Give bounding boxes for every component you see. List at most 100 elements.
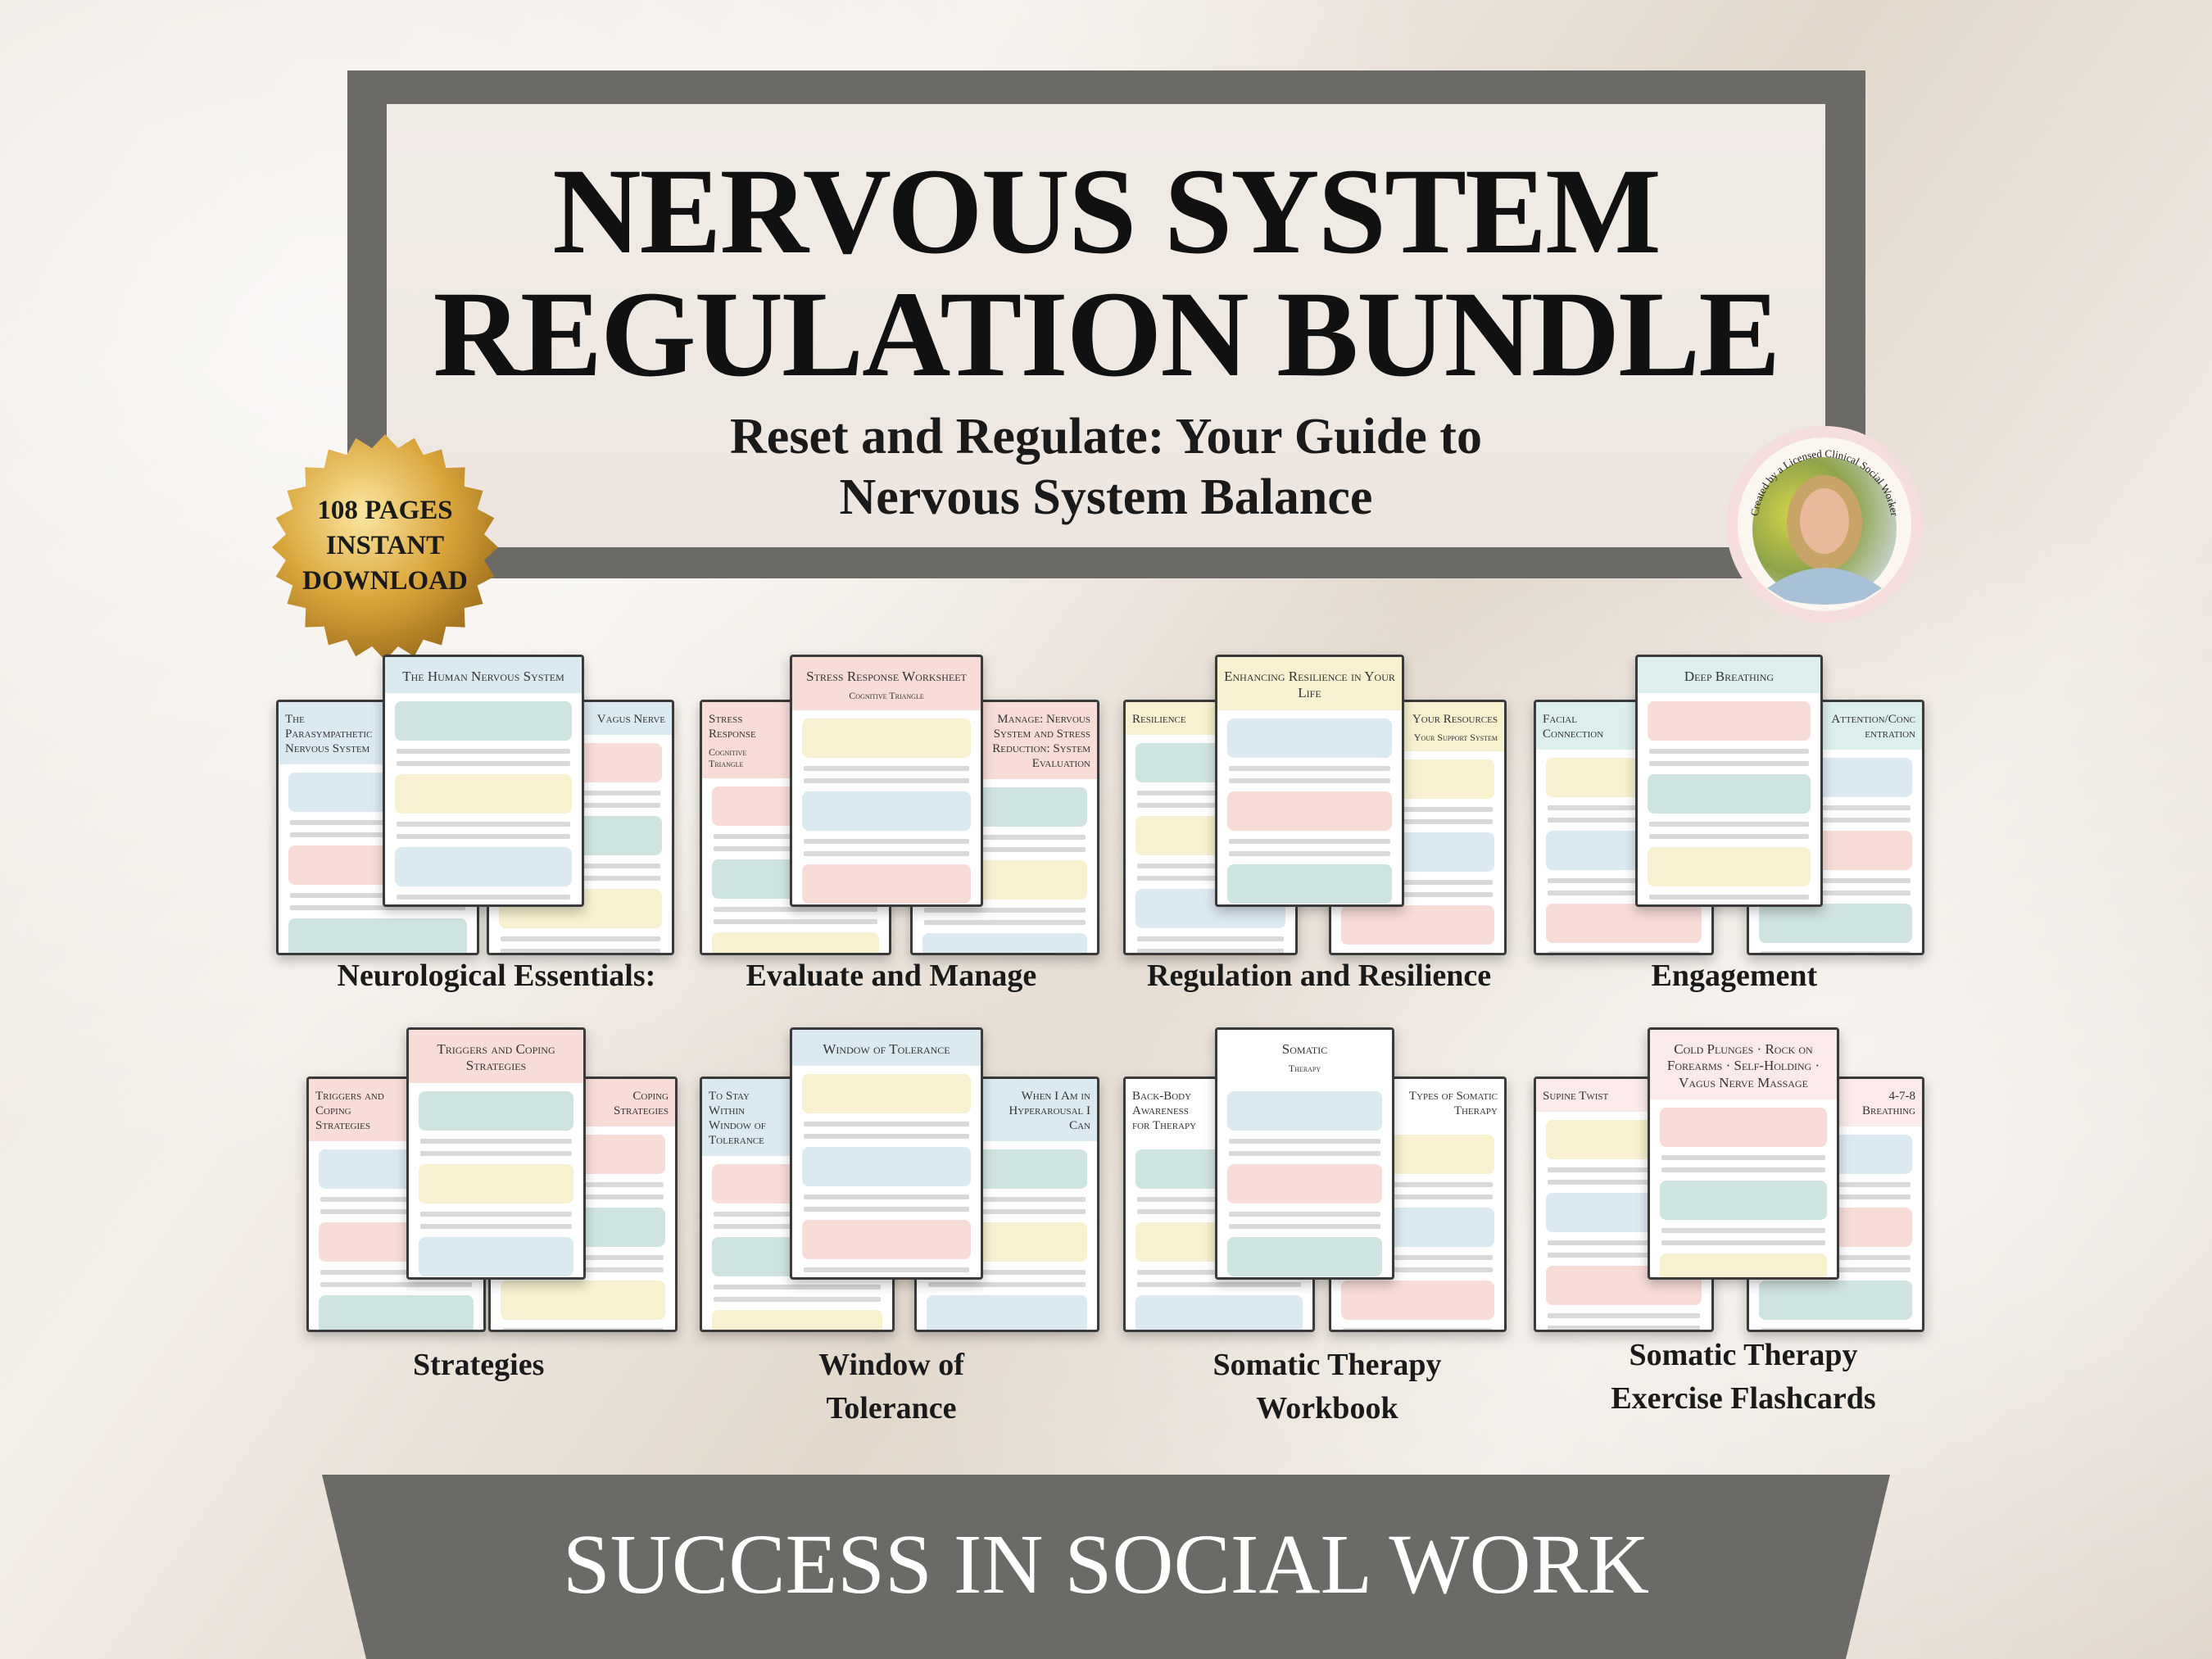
page-title-line1: NERVOUS SYSTEM bbox=[552, 143, 1661, 279]
content-block bbox=[712, 1310, 882, 1330]
page-title: Deep Breathing bbox=[1638, 657, 1820, 694]
text-line bbox=[1661, 1240, 1825, 1246]
title-box bbox=[387, 104, 1825, 547]
text-line bbox=[1137, 936, 1284, 941]
content-block bbox=[802, 718, 971, 758]
group-label: Evaluate and Manage bbox=[746, 959, 1037, 993]
footer-banner bbox=[322, 1475, 1890, 1659]
brand-banner-text: SUCCESS IN SOCIAL WORK bbox=[562, 1517, 1650, 1611]
text-line bbox=[714, 906, 877, 912]
page-heading: The Human Nervous System bbox=[402, 669, 564, 684]
text-line bbox=[804, 1134, 969, 1140]
group-label: Neurological Essentials: bbox=[337, 959, 656, 993]
text-line bbox=[1649, 834, 1809, 840]
content-block bbox=[1227, 863, 1392, 904]
text-line bbox=[804, 838, 969, 844]
text-line bbox=[1548, 1326, 1700, 1330]
content-block bbox=[922, 933, 1087, 953]
text-line bbox=[1229, 765, 1390, 771]
text-line bbox=[1761, 1328, 1911, 1330]
text-line bbox=[1761, 878, 1911, 883]
text-line bbox=[290, 832, 465, 837]
page-heading: Triggers and Coping Strategies bbox=[315, 1090, 384, 1132]
text-line bbox=[714, 918, 877, 924]
text-line bbox=[420, 1138, 572, 1144]
text-line bbox=[502, 1328, 664, 1330]
content-block bbox=[1227, 1163, 1382, 1203]
text-line bbox=[924, 920, 1086, 925]
page-heading: Manage: Nervous System and Stress Reduct… bbox=[992, 713, 1090, 770]
subtitle-line2: Nervous System Balance bbox=[839, 469, 1373, 525]
group-label: Regulation and Resilience bbox=[1147, 959, 1492, 993]
text-line bbox=[1649, 761, 1809, 767]
content-block bbox=[1135, 1295, 1303, 1330]
page-heading: 4-7-8 Breathing bbox=[1862, 1090, 1915, 1117]
text-line bbox=[1137, 803, 1284, 808]
content-block bbox=[1227, 718, 1392, 758]
page-heading: The Parasympathetic Nervous System bbox=[285, 713, 373, 755]
text-line bbox=[320, 1197, 472, 1202]
seal-line2: INSTANT bbox=[326, 531, 444, 560]
text-line bbox=[290, 905, 465, 910]
content-block bbox=[802, 1147, 971, 1187]
text-line bbox=[397, 834, 570, 840]
content-block bbox=[419, 1163, 573, 1203]
page-heading: Stress Response bbox=[709, 713, 756, 741]
page-preview-front: Triggers and Coping Strategies bbox=[406, 1027, 586, 1280]
text-line bbox=[1649, 749, 1809, 755]
content-block bbox=[288, 918, 467, 953]
page-subheading: Cognitive Triangle bbox=[709, 746, 747, 770]
text-line bbox=[1661, 1228, 1825, 1234]
page-heading: Triggers and Coping Strategies bbox=[437, 1041, 555, 1074]
page-heading: Facial Connection bbox=[1543, 713, 1604, 741]
page-preview-front: Cold Plunges · Rock on Forearms · Self-H… bbox=[1648, 1027, 1839, 1280]
text-line bbox=[928, 1282, 1086, 1287]
page-heading: Supine Twist bbox=[1543, 1090, 1609, 1103]
text-line bbox=[397, 749, 570, 755]
text-line bbox=[1548, 1180, 1700, 1185]
content-block bbox=[1759, 1281, 1912, 1320]
text-line bbox=[420, 1150, 572, 1156]
content-block bbox=[1546, 904, 1702, 943]
text-line bbox=[397, 895, 570, 900]
page-preview-front: Window of Tolerance bbox=[790, 1027, 983, 1280]
text-line bbox=[804, 850, 969, 856]
text-line bbox=[1229, 1150, 1380, 1156]
page-heading: Your Resources bbox=[1412, 713, 1498, 726]
text-line bbox=[1229, 1211, 1380, 1217]
group-label: Somatic Therapy Exercise Flashcards bbox=[1611, 1338, 1876, 1416]
text-line bbox=[320, 1209, 472, 1214]
content-block bbox=[1341, 1281, 1494, 1320]
text-line bbox=[1229, 1223, 1380, 1229]
content-block bbox=[419, 1236, 573, 1276]
content-block bbox=[712, 931, 879, 953]
content-block bbox=[395, 847, 572, 887]
text-line bbox=[1343, 807, 1493, 813]
text-line bbox=[924, 908, 1086, 913]
seal-starburst bbox=[272, 434, 498, 660]
content-block bbox=[802, 1074, 971, 1114]
group-label: Engagement bbox=[1651, 959, 1818, 993]
text-line bbox=[1343, 1255, 1493, 1260]
page-title: Manage: Nervous System and Stress Reduct… bbox=[913, 702, 1097, 779]
content-block bbox=[1648, 847, 1811, 887]
content-block bbox=[319, 1295, 474, 1330]
text-line bbox=[714, 1297, 881, 1302]
text-line bbox=[397, 822, 570, 827]
page-heading: Deep Breathing bbox=[1684, 669, 1775, 684]
content-block bbox=[802, 791, 971, 831]
text-line bbox=[1548, 951, 1700, 953]
content-block bbox=[802, 863, 971, 904]
text-line bbox=[1548, 1313, 1700, 1318]
group-label: Somatic Therapy Workbook bbox=[1213, 1348, 1442, 1426]
text-line bbox=[804, 1267, 969, 1273]
text-line bbox=[320, 1282, 472, 1287]
content-block bbox=[1227, 1090, 1382, 1131]
text-line bbox=[1548, 818, 1700, 823]
seal-line1: 108 PAGES bbox=[317, 496, 452, 525]
text-line bbox=[1548, 1253, 1700, 1258]
text-line bbox=[1137, 1282, 1301, 1287]
